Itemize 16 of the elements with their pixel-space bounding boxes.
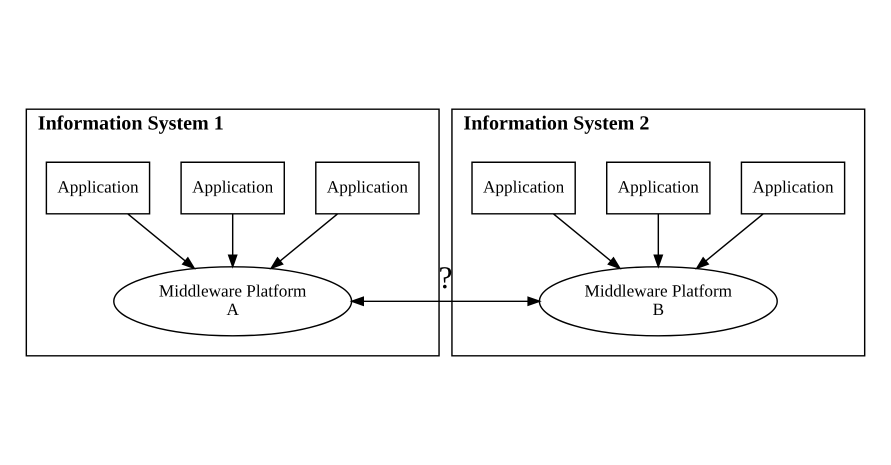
- arrow: [228, 214, 238, 269]
- node-box: Application: [315, 162, 420, 215]
- edge-label: ?: [438, 260, 452, 295]
- arrow: [695, 213, 764, 270]
- arrow: [127, 213, 196, 270]
- arrow: [553, 213, 622, 270]
- node-box: Application: [471, 162, 576, 215]
- node-box: Application: [606, 162, 711, 215]
- arrow: [350, 296, 542, 306]
- arrow: [270, 213, 338, 270]
- arrow: [653, 214, 664, 269]
- node-ellipse: Middleware Platform B: [538, 266, 778, 337]
- node-ellipse: Middleware Platform A: [113, 266, 352, 337]
- node-box: Application: [180, 162, 285, 215]
- node-box: Application: [740, 162, 846, 215]
- node-box: Application: [46, 162, 150, 215]
